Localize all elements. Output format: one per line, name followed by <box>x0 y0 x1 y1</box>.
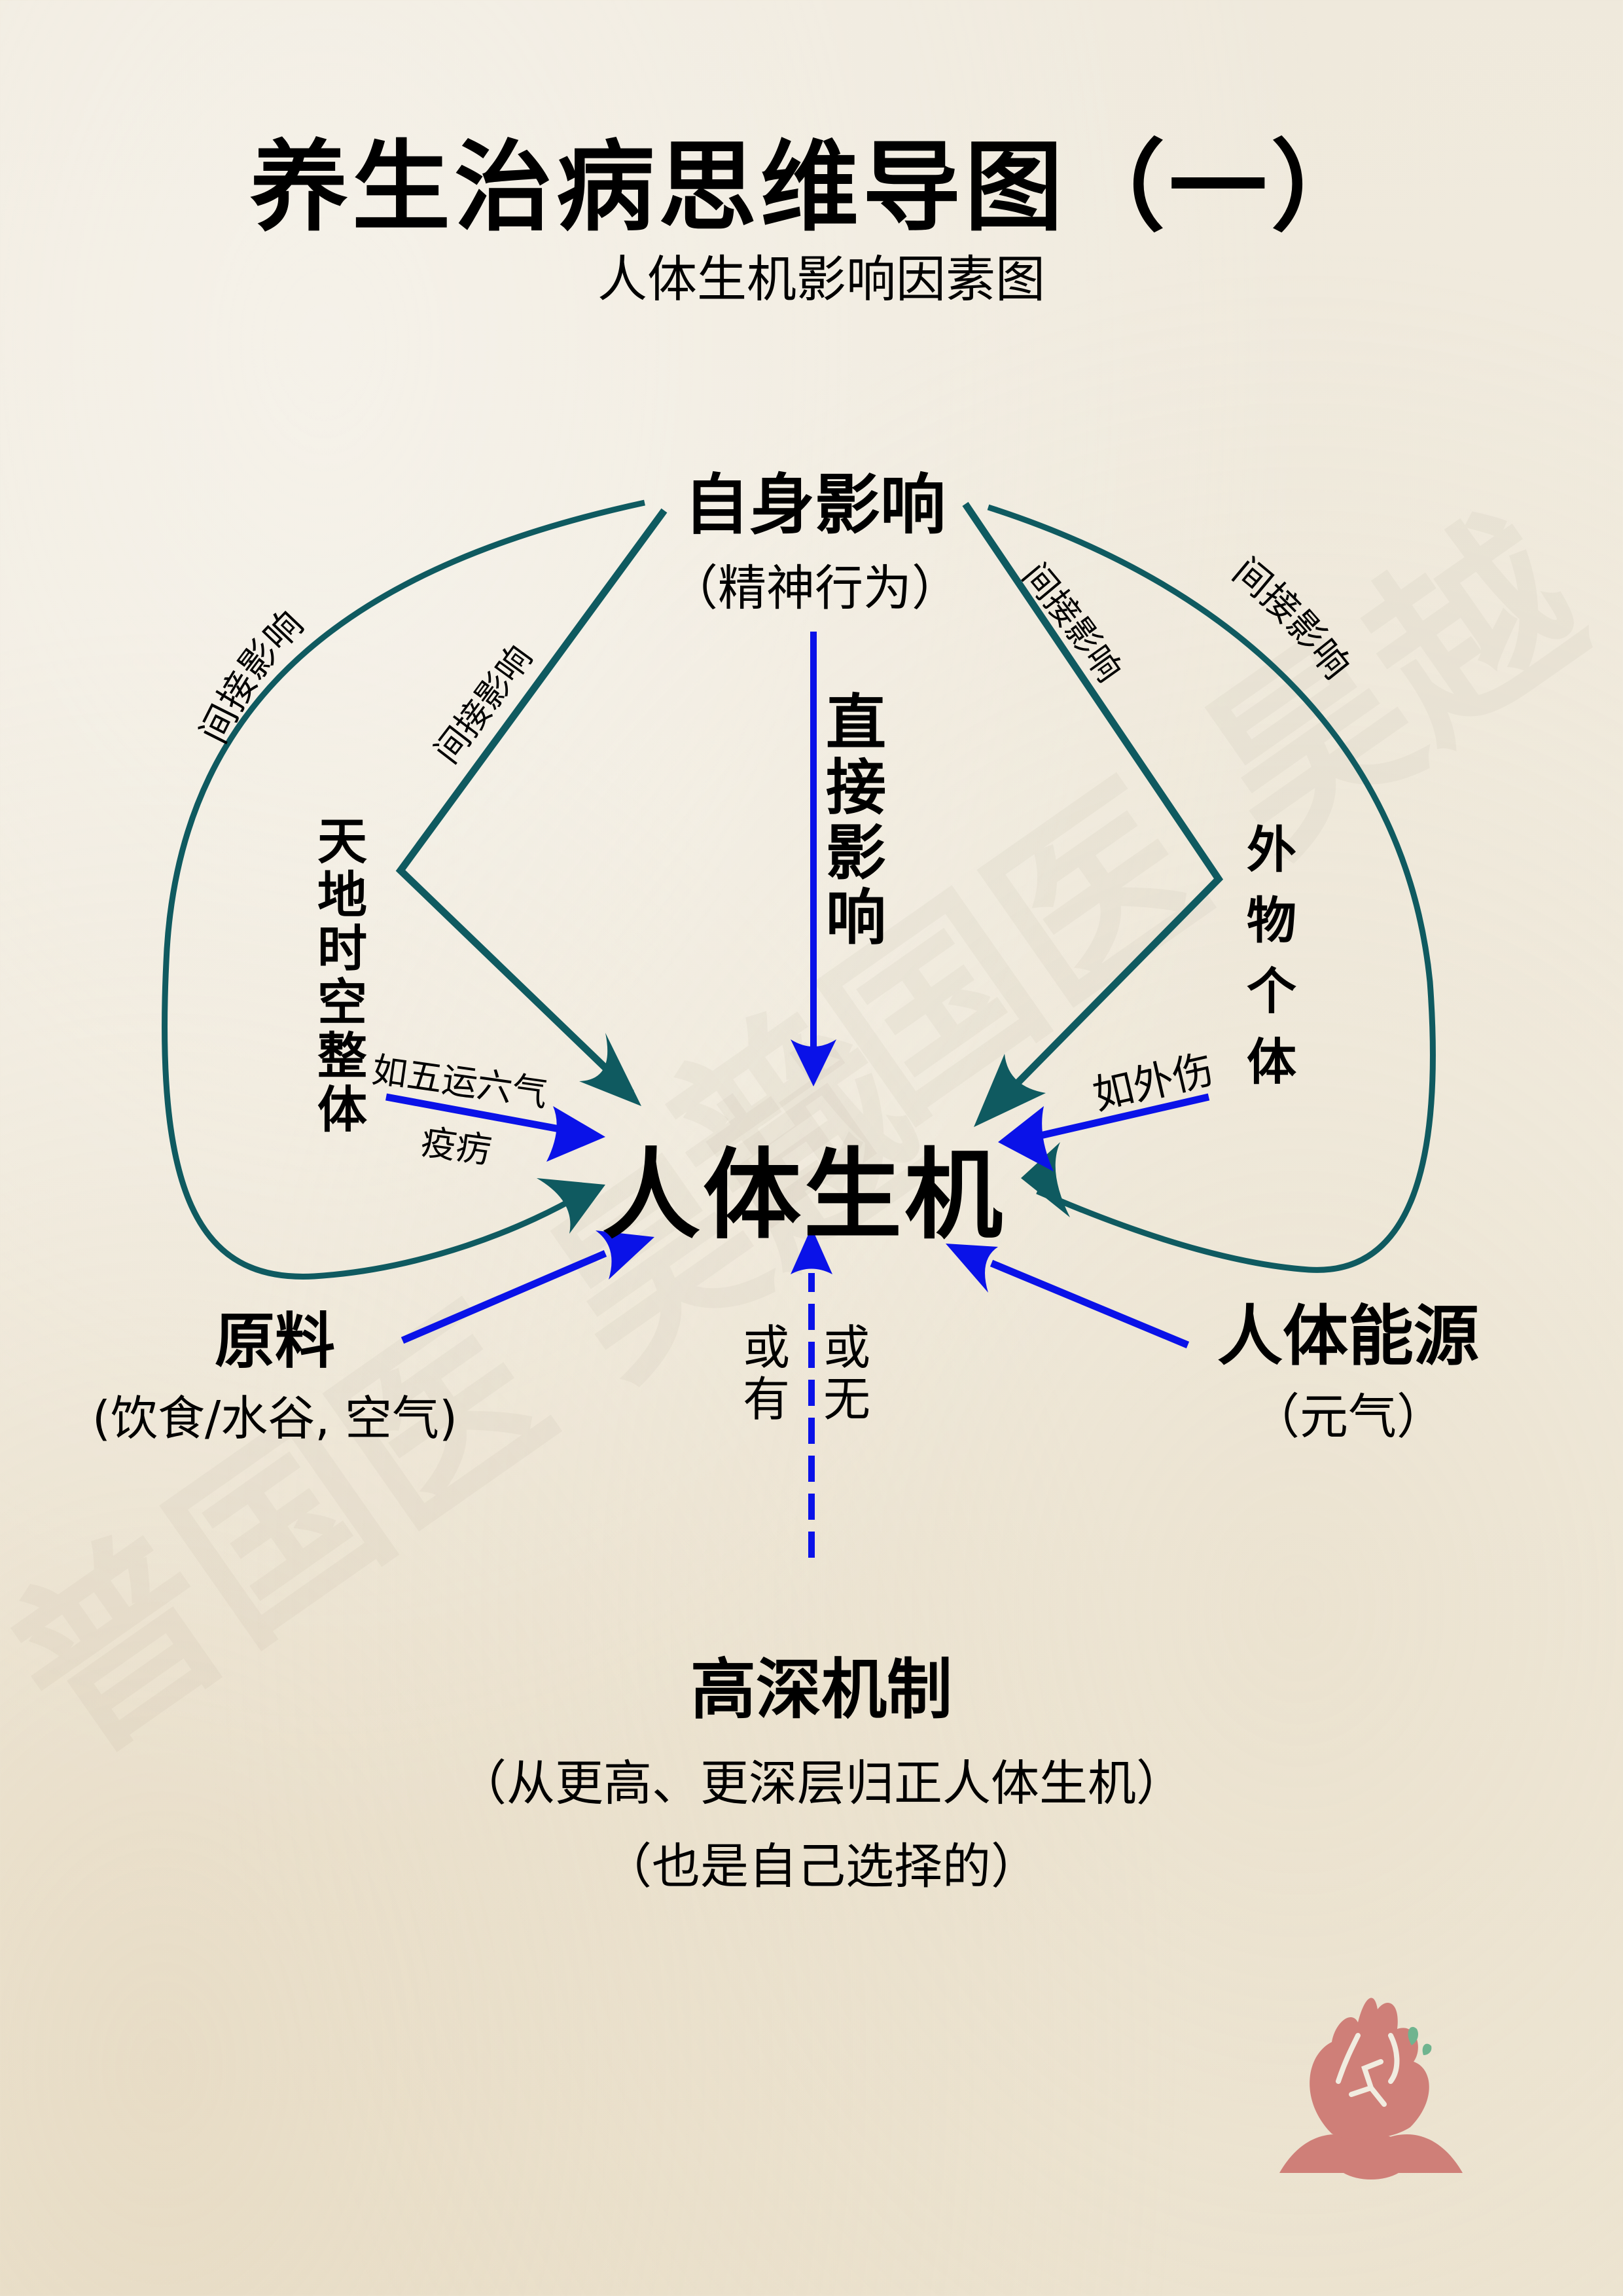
indirect-curve-left-outer <box>162 499 645 1280</box>
node-raw-material-label: 原料 <box>214 1306 335 1376</box>
node-raw-material-sub: (饮食/水谷, 空气) <box>92 1391 458 1446</box>
indirect-line-left-inner <box>395 508 668 1096</box>
label-indirect-right-outer: 间接影响 <box>1224 550 1357 687</box>
blue-arrow-heaven <box>385 1093 561 1133</box>
node-external-object: 外 物 个 体 <box>1247 815 1296 1098</box>
node-body-energy-label: 人体能源 <box>1217 1298 1479 1374</box>
char: 接 <box>826 753 887 823</box>
page-subtitle: 人体生机影响因素图 <box>597 250 1045 308</box>
label-maybe-has: 或 有 <box>743 1320 791 1427</box>
node-self-influence-sub: （精神行为） <box>669 560 960 617</box>
arrowhead-external <box>998 1106 1054 1172</box>
blue-arrow-energy <box>990 1259 1190 1349</box>
char: 个 <box>1247 961 1296 1020</box>
node-self-influence: 自身影响 （精神行为） <box>669 452 960 619</box>
node-raw-material: 原料 (饮食/水谷, 空气) <box>92 1293 457 1448</box>
char: 或 <box>743 1320 791 1375</box>
char: 地 <box>317 866 367 925</box>
char: 体 <box>317 1081 367 1139</box>
indirect-curve-right-outer <box>987 504 1436 1273</box>
arrowhead-direct-vertical <box>791 1039 836 1086</box>
arrowhead-energy <box>946 1244 998 1293</box>
char: 无 <box>823 1372 871 1427</box>
arrowhead-right-inner <box>974 1054 1046 1127</box>
char: 物 <box>1247 891 1296 950</box>
char: 时 <box>317 920 367 978</box>
arrowhead-dashed <box>791 1227 832 1274</box>
node-center-vitality: 人体生机 <box>601 1139 1006 1253</box>
node-self-influence-label: 自身影响 <box>684 467 946 543</box>
label-indirect-left-outer: 间接影响 <box>192 603 312 750</box>
char: 外 <box>1247 821 1296 879</box>
blue-arrow-external <box>1039 1093 1210 1139</box>
char: 体 <box>1247 1032 1296 1091</box>
node-body-energy: 人体能源 （元气） <box>1217 1283 1479 1448</box>
arrowhead-heaven <box>546 1106 605 1162</box>
node-body-energy-sub: （元气） <box>1251 1389 1445 1445</box>
arrowhead-left-inner <box>579 1033 641 1106</box>
char: 直 <box>826 688 887 758</box>
arrowhead-right-outer <box>1021 1142 1070 1217</box>
char: 天 <box>317 812 367 870</box>
char: 有 <box>743 1372 791 1427</box>
char: 响 <box>826 883 887 954</box>
node-heaven-earth: 天 地 时 空 整 体 <box>317 812 367 1139</box>
label-indirect-right-inner: 间接影响 <box>1014 556 1128 689</box>
char: 影 <box>826 817 887 888</box>
node-deep-mechanism-sub2: （也是自己选择的） <box>603 1839 1039 1895</box>
node-deep-mechanism: 高深机制 （从更高、更深层归正人体生机） （也是自己选择的） <box>458 1636 1185 1897</box>
label-heaven-example-2: 疫疠 <box>418 1121 495 1172</box>
char: 空 <box>317 973 367 1032</box>
page-title: 养生治病思维导图（一） <box>249 131 1374 245</box>
blue-arrow-raw-material <box>401 1249 607 1344</box>
char: 整 <box>317 1027 367 1086</box>
arrowhead-raw-material <box>596 1230 654 1280</box>
label-maybe-not: 或 无 <box>823 1320 871 1427</box>
char: 或 <box>823 1320 871 1375</box>
node-deep-mechanism-sub1: （从更高、更深层归正人体生机） <box>458 1755 1185 1812</box>
arrowhead-left-outer <box>537 1178 605 1234</box>
label-direct-influence: 直 接 影 响 <box>826 688 887 954</box>
node-deep-mechanism-label: 高深机制 <box>690 1651 952 1728</box>
lotus-logo-icon <box>1279 1998 1463 2179</box>
indirect-line-right-inner <box>962 501 1224 1109</box>
